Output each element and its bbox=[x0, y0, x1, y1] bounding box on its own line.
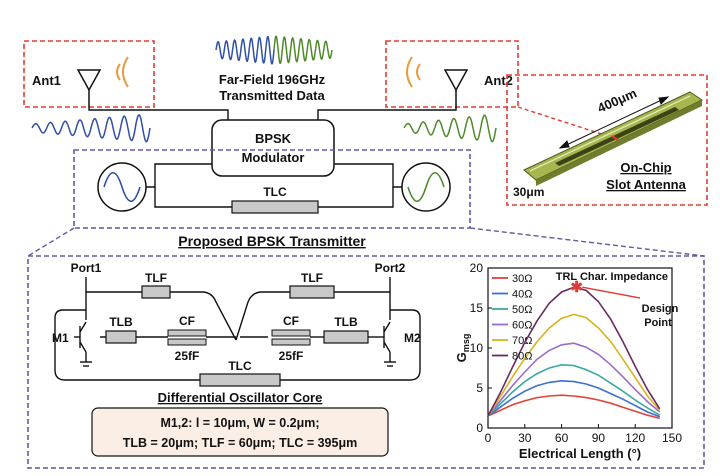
y-axis-label: Gmsg bbox=[454, 334, 471, 363]
tlb-right-line bbox=[323, 330, 369, 344]
y-tick-label: 15 bbox=[470, 301, 484, 315]
tlb-left-line bbox=[105, 330, 137, 344]
transmitter-title: Proposed BPSK Transmitter bbox=[178, 233, 366, 249]
sine-source-icon bbox=[97, 162, 147, 212]
spec-line2: TLB = 20μm; TLF = 60μm; TLC = 395μm bbox=[123, 436, 357, 450]
port2-label: Port2 bbox=[375, 261, 406, 275]
legend-label: 40Ω bbox=[512, 289, 532, 301]
design-point-label: Point bbox=[644, 317, 672, 329]
cf-right-label: CF bbox=[283, 314, 299, 328]
y-tick-label: 0 bbox=[476, 421, 483, 435]
x-tick-label: 90 bbox=[592, 431, 606, 445]
cap-left-label: 25fF bbox=[175, 349, 200, 363]
source-wiring bbox=[146, 163, 402, 208]
legend-label: 60Ω bbox=[512, 320, 532, 332]
legend-label: 70Ω bbox=[512, 335, 532, 347]
transistor-icon bbox=[376, 321, 391, 353]
ant2-box bbox=[385, 40, 519, 108]
series-line bbox=[487, 394, 660, 420]
bpsk-waveform-left bbox=[31, 114, 151, 143]
tlc-line-bottom bbox=[199, 373, 281, 387]
spec-box bbox=[91, 407, 389, 457]
y-tick-label: 5 bbox=[476, 381, 483, 395]
antenna-feed-lines bbox=[88, 108, 457, 120]
farfield-line2: Transmitted Data bbox=[219, 88, 325, 103]
legend-label: 80Ω bbox=[512, 351, 532, 363]
x-tick-label: 60 bbox=[555, 431, 569, 445]
spec-line1: M1,2: l = 10μm, W = 0.2μm; bbox=[160, 416, 319, 430]
transmitted-data-waveform bbox=[215, 35, 333, 65]
m2-label: M2 bbox=[404, 331, 421, 345]
series-line bbox=[487, 363, 661, 417]
inset-connector bbox=[517, 106, 621, 141]
bpsk-modulator-block bbox=[211, 119, 335, 177]
antenna-icon bbox=[443, 69, 469, 108]
cap-right-label: 25fF bbox=[279, 349, 304, 363]
design-point-label: Design bbox=[642, 303, 679, 315]
series-line bbox=[487, 286, 661, 417]
x-tick-label: 120 bbox=[625, 431, 645, 445]
bpsk-waveform-right bbox=[403, 114, 497, 143]
star-marker-icon: ✱ bbox=[570, 279, 583, 296]
oscillator-region-box bbox=[27, 255, 705, 469]
radiation-wave-icon bbox=[406, 56, 421, 88]
transistor-icon bbox=[74, 321, 87, 353]
antenna-icon bbox=[76, 69, 102, 108]
legend-label: 50Ω bbox=[512, 304, 532, 316]
series-line bbox=[487, 313, 661, 417]
length-label: 400μm bbox=[595, 85, 639, 115]
modulator-line1: BPSK bbox=[255, 131, 292, 146]
zoom-connectors bbox=[27, 227, 705, 257]
series-line bbox=[487, 342, 661, 417]
core-title: Differential Oscillator Core bbox=[158, 390, 323, 405]
ant2-label: Ant2 bbox=[484, 73, 513, 88]
m1-label: M1 bbox=[52, 331, 69, 345]
cf-left-label: CF bbox=[179, 314, 195, 328]
chart-title: TRL Char. Impedance bbox=[556, 271, 668, 283]
sine-source-icon bbox=[401, 162, 451, 212]
modulator-line2: Modulator bbox=[242, 150, 305, 165]
capacitor-icon bbox=[271, 329, 311, 346]
capacitor-icon bbox=[167, 329, 207, 346]
radiation-wave-icon bbox=[116, 56, 129, 88]
tlc-top-label: TLC bbox=[263, 185, 287, 199]
width-label: 30μm bbox=[513, 185, 544, 199]
tlf-left-label: TLF bbox=[145, 271, 167, 285]
x-tick-label: 30 bbox=[518, 431, 532, 445]
legend-label: 30Ω bbox=[512, 273, 532, 285]
y-tick-label: 10 bbox=[470, 341, 484, 355]
x-tick-label: 0 bbox=[485, 431, 492, 445]
ground-icon bbox=[80, 361, 92, 367]
ground-icon bbox=[384, 361, 396, 367]
ant1-label: Ant1 bbox=[32, 73, 61, 88]
y-tick-label: 20 bbox=[470, 261, 484, 275]
series-line bbox=[487, 379, 660, 418]
inset-title-line2: Slot Antenna bbox=[606, 177, 686, 192]
antenna-inset-box bbox=[506, 74, 708, 206]
port1-label: Port1 bbox=[71, 261, 102, 275]
tlb-right-label: TLB bbox=[334, 315, 358, 329]
tlc-line-top bbox=[231, 200, 319, 214]
inset-title-line1: On-Chip bbox=[620, 160, 671, 175]
oscillator-wiring-right bbox=[235, 277, 421, 381]
slot-antenna-3d bbox=[523, 91, 704, 186]
tlf-right-line bbox=[289, 285, 335, 299]
design-point-pointer bbox=[582, 286, 641, 299]
tlf-right-label: TLF bbox=[301, 271, 323, 285]
farfield-line1: Far-Field 196GHz bbox=[219, 72, 326, 87]
tlb-left-label: TLB bbox=[109, 315, 133, 329]
x-tick-label: 150 bbox=[662, 431, 682, 445]
x-axis-label: Electrical Length (°) bbox=[519, 446, 641, 461]
tlf-left-line bbox=[141, 285, 171, 299]
tlc-bottom-label: TLC bbox=[228, 359, 252, 373]
transmitter-box bbox=[73, 149, 471, 229]
dimension-arrow bbox=[558, 96, 670, 149]
